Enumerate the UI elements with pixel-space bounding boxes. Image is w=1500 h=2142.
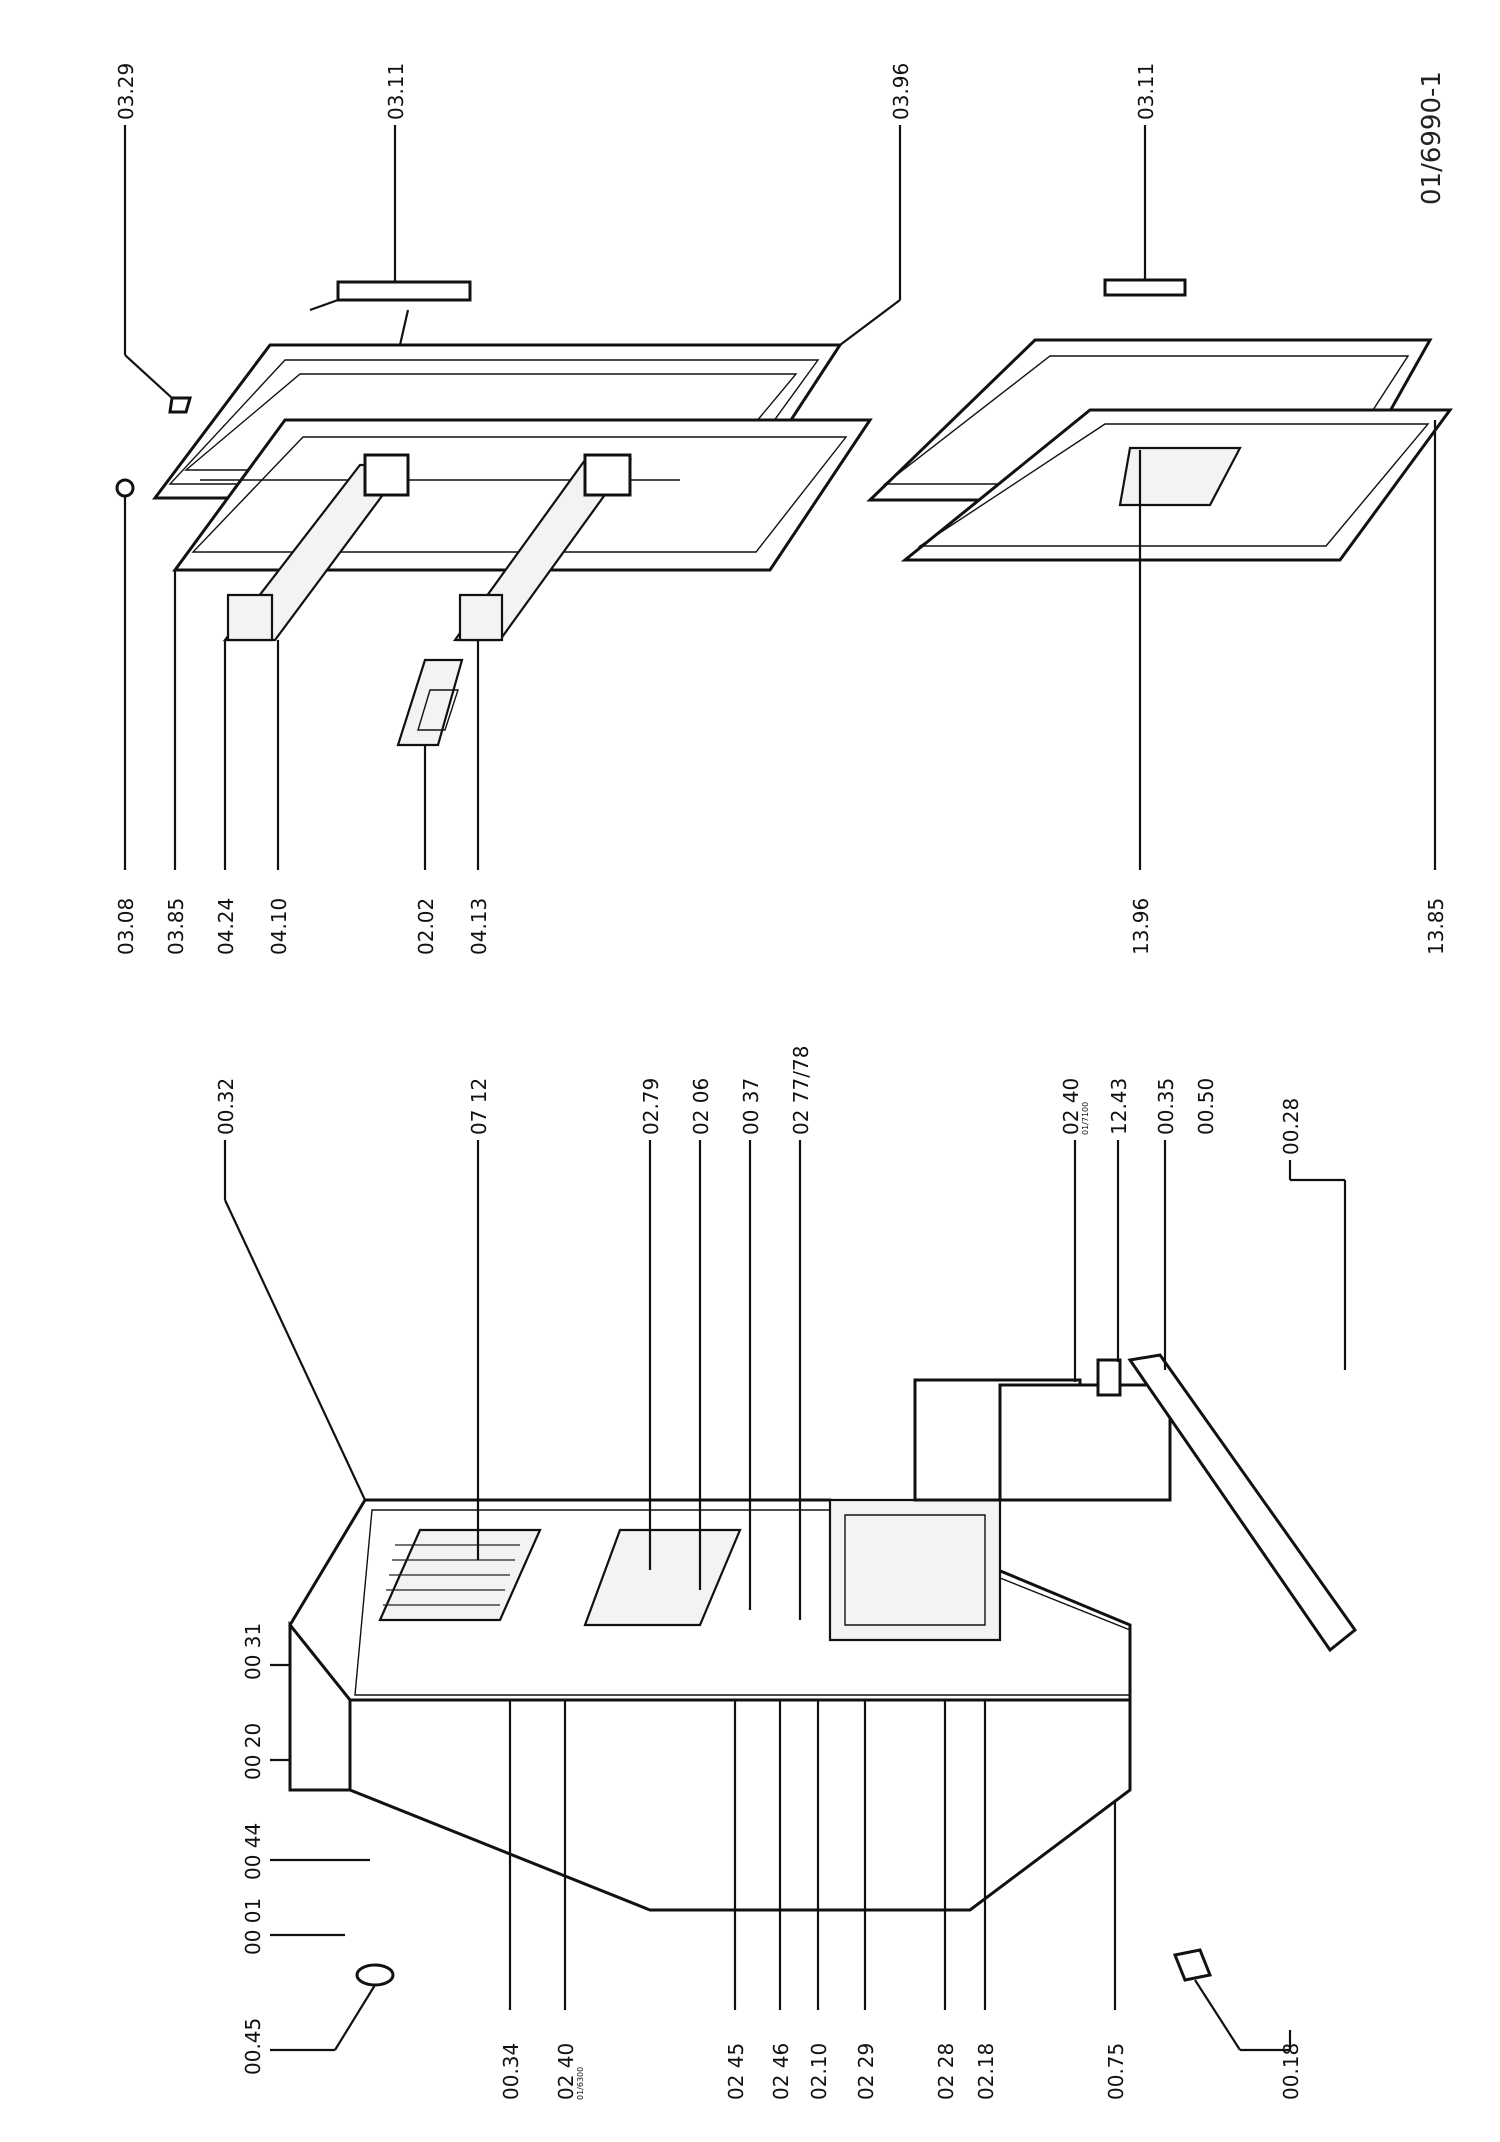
crisper-drawer bbox=[828, 1498, 1002, 1642]
foot-0045 bbox=[355, 1963, 395, 1987]
label-0032: 00.32 bbox=[214, 1078, 238, 1135]
label-0034: 00.34 bbox=[499, 2043, 523, 2100]
label-0210: 02.10 bbox=[807, 2043, 831, 2100]
door-shelf-lower bbox=[452, 453, 633, 642]
part-labels: 03.29 03.11 03.96 03.11 03.08 03.85 04.2… bbox=[114, 63, 1448, 2100]
label-0396: 03.96 bbox=[889, 63, 913, 120]
label-0246: 02 46 bbox=[769, 2043, 793, 2100]
hinge-0018 bbox=[1172, 1948, 1213, 1982]
hinge-bracket-top bbox=[309, 280, 472, 346]
label-0424: 04.24 bbox=[214, 898, 238, 955]
kick-plate bbox=[1127, 1353, 1358, 1653]
label-0229: 02 29 bbox=[854, 2043, 878, 2100]
label-0228: 02 28 bbox=[934, 2043, 958, 2100]
label-0240-left-sub: 01/6300 bbox=[576, 2067, 585, 2100]
label-0001: 00 01 bbox=[241, 1898, 265, 1955]
label-027778: 02 77/78 bbox=[789, 1046, 813, 1135]
label-0311-top: 03.11 bbox=[384, 63, 408, 120]
label-0308: 03.08 bbox=[114, 898, 138, 955]
label-0050: 00.50 bbox=[1194, 1078, 1218, 1135]
label-0206: 02 06 bbox=[689, 1078, 713, 1135]
hinge-bracket-top-right bbox=[1103, 278, 1187, 297]
label-0410: 04.10 bbox=[267, 898, 291, 955]
egg-tray bbox=[396, 658, 464, 747]
label-0385: 03.85 bbox=[164, 898, 188, 955]
label-0031: 00 31 bbox=[241, 1623, 265, 1680]
label-0075: 00.75 bbox=[1104, 2043, 1128, 2100]
label-0218: 02.18 bbox=[974, 2043, 998, 2100]
label-0240-right-sub: 01/7100 bbox=[1081, 1102, 1090, 1135]
freezer-basket bbox=[913, 1378, 1172, 1502]
label-0329: 03.29 bbox=[114, 63, 138, 120]
freezer-door-inner bbox=[900, 408, 1453, 562]
label-0202: 02.02 bbox=[414, 898, 438, 955]
label-0035: 00.35 bbox=[1154, 1078, 1178, 1135]
label-0240-left: 02 40 bbox=[554, 2043, 578, 2100]
label-1385: 13.85 bbox=[1424, 898, 1448, 955]
label-0413: 04.13 bbox=[467, 898, 491, 955]
label-1243: 12.43 bbox=[1107, 1078, 1131, 1135]
door-shelf-upper bbox=[222, 453, 410, 642]
screw-0308 bbox=[115, 478, 135, 498]
label-0018: 00.18 bbox=[1279, 2043, 1303, 2100]
wire-shelf bbox=[378, 1528, 542, 1622]
drawing-code: 01/6990-1 bbox=[1417, 71, 1447, 205]
label-0245: 02 45 bbox=[724, 2043, 748, 2100]
clip-0329 bbox=[168, 396, 192, 414]
label-0240-right: 02 40 bbox=[1059, 1078, 1083, 1135]
label-0037: 00 37 bbox=[739, 1078, 763, 1135]
label-0279: 02.79 bbox=[639, 1078, 663, 1135]
label-0712: 07 12 bbox=[467, 1078, 491, 1135]
label-0020: 00 20 bbox=[241, 1723, 265, 1780]
hinge-bracket-bottom bbox=[1096, 1358, 1122, 1397]
label-0311-right: 03.11 bbox=[1134, 63, 1158, 120]
label-0028: 00.28 bbox=[1279, 1098, 1303, 1155]
label-0044: 00 44 bbox=[241, 1823, 265, 1880]
label-1396: 13.96 bbox=[1129, 898, 1153, 955]
leader-lines bbox=[123, 125, 1437, 2052]
label-0045: 00.45 bbox=[241, 2018, 265, 2075]
